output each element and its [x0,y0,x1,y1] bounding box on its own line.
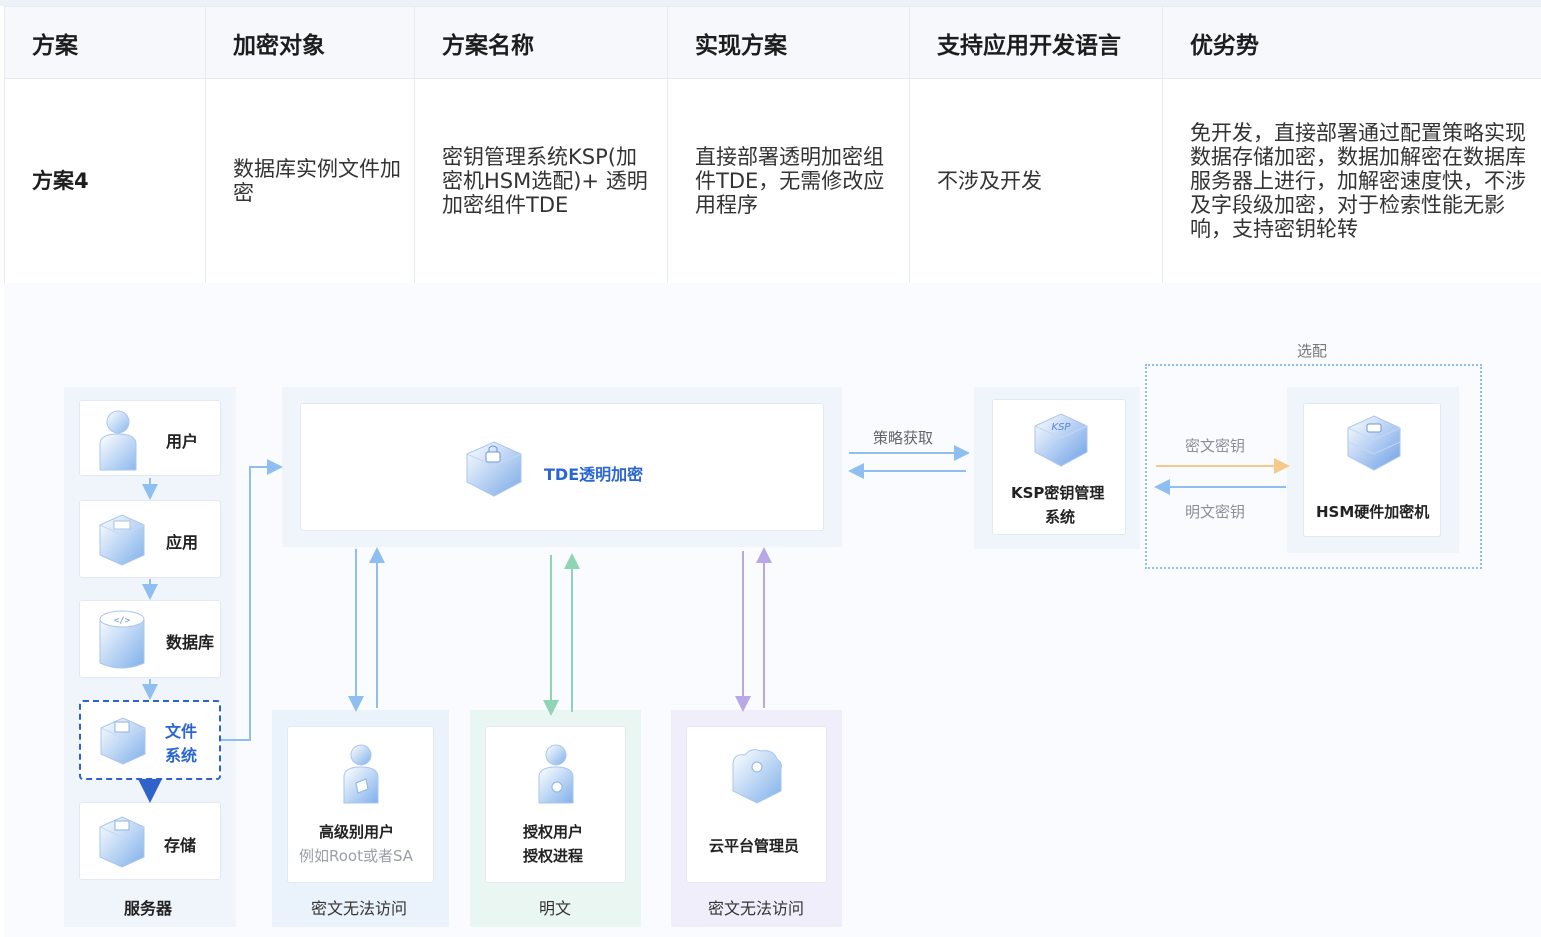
ksp-label-line1: KSP密钥管理 [1011,484,1105,502]
optional-label: 选配 [1297,342,1328,360]
authorized-user-title-line2: 授权进程 [523,847,584,865]
storage-card: 存储 [79,802,221,880]
table-row: 方案4 数据库实例文件加密 密钥管理系统KSP(加密机HSM选配)+ 透明加密组… [4,78,1541,284]
app-label: 应用 [166,533,199,552]
table-header-row: 方案 加密对象 方案名称 实现方案 支持应用开发语言 优劣势 [4,6,1541,79]
cloud-admin-card: 云平台管理员 [686,726,827,883]
filesystem-icon [100,717,146,765]
senior-user-subtitle: 例如Root或者SA [299,847,414,865]
header-cell: 实现方案 [667,6,910,79]
header-cell: 方案名称 [414,6,668,79]
authorized-user-icon [538,744,574,804]
hsm-icon [1347,415,1401,471]
user-card: 用户 [79,400,221,476]
svg-text:</>: </> [114,616,131,626]
authorized-user-card: 授权用户 授权进程 [485,726,626,883]
authorized-user-caption: 明文 [539,899,572,918]
senior-user-card: 高级别用户 例如Root或者SA [287,726,434,883]
scheme-table: 方案 加密对象 方案名称 实现方案 支持应用开发语言 优劣势 方案4 数据库实例… [4,6,1541,284]
senior-user-icon [343,744,379,804]
database-icon: </> [99,610,145,669]
table-cell: 不涉及开发 [909,78,1163,284]
ksp-card: KSP KSP密钥管理 系统 [992,399,1126,535]
hsm-card: HSM硬件加密机 [1303,403,1441,537]
cloud-admin-title: 云平台管理员 [709,837,800,855]
user-label: 用户 [166,432,199,451]
tde-label: TDE透明加密 [544,465,644,484]
connector-lines [138,445,1290,803]
filesystem-card: 文件 系统 [79,700,221,780]
policy-label: 策略获取 [873,429,934,447]
senior-user-caption: 密文无法访问 [311,899,408,918]
tde-lock-icon [466,441,522,497]
ksp-label-line2: 系统 [1045,508,1076,526]
database-card: </> 数据库 [79,600,221,678]
ksp-icon-text: KSP [1052,422,1072,433]
storage-label: 存储 [164,836,197,855]
database-label: 数据库 [166,633,215,652]
table-cell: 免开发，直接部署通过配置策略实现数据存储加密，数据加解密在数据库服务器上进行，加… [1162,78,1541,284]
table-cell: 数据库实例文件加密 [205,78,415,284]
server-caption: 服务器 [124,899,173,918]
cloud-admin-icon [732,749,782,804]
app-icon [99,514,145,566]
user-icon [99,410,137,471]
top-border [0,0,1541,6]
filesystem-label-line2: 系统 [165,746,198,765]
header-cell: 方案 [4,6,206,79]
cloud-admin-caption: 密文无法访问 [708,899,805,918]
plain-key-label: 明文密钥 [1185,503,1246,521]
header-cell: 加密对象 [205,6,415,79]
senior-user-title: 高级别用户 [319,823,395,841]
table-cell: 方案4 [4,78,206,284]
authorized-user-title-line1: 授权用户 [523,823,584,841]
storage-icon [99,816,145,868]
ksp-shield-icon: KSP [1034,413,1088,467]
header-cell: 支持应用开发语言 [909,6,1163,79]
table-cell: 密钥管理系统KSP(加密机HSM选配)+ 透明加密组件TDE [414,78,668,284]
header-cell: 优劣势 [1162,6,1541,79]
hsm-label: HSM硬件加密机 [1316,503,1430,521]
filesystem-label-line1: 文件 [165,722,198,741]
table-cell: 直接部署透明加密组件TDE，无需修改应用程序 [667,78,910,284]
tde-card: TDE透明加密 [300,403,824,531]
cipher-key-label: 密文密钥 [1185,437,1246,455]
app-card: 应用 [79,500,221,578]
optional-frame [1145,364,1482,569]
architecture-diagram: 用户 应用 </> 数据库 文件 系统 [4,283,1541,937]
